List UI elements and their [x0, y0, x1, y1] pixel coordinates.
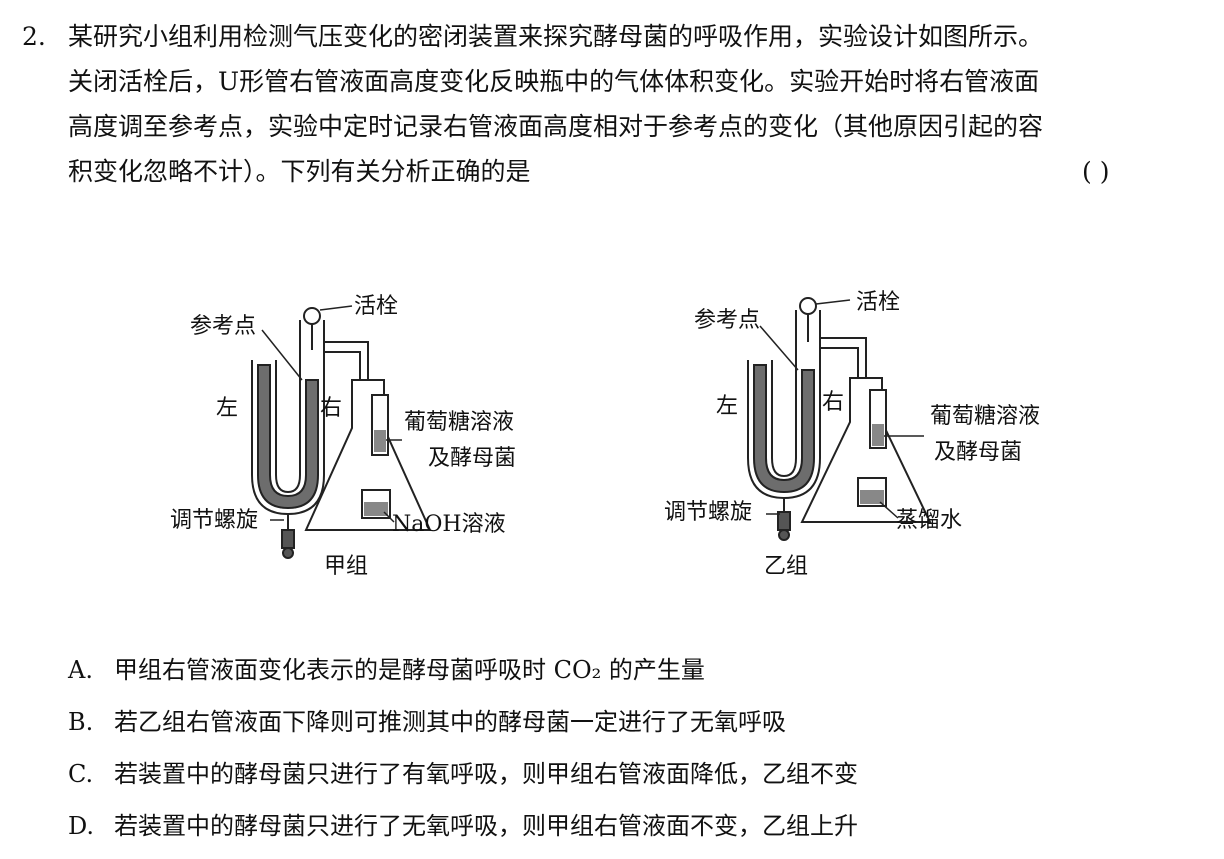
group-a-connecting-tube	[324, 341, 369, 382]
group-b-u-tube-liquid	[753, 364, 815, 494]
group-b-beaker-label: 蒸馏水	[896, 508, 963, 533]
option-letter: D.	[68, 812, 95, 840]
option-letter: C.	[68, 760, 94, 788]
option-d[interactable]: D. 若装置中的酵母菌只进行了无氧呼吸，则甲组右管液面不变，乙组上升	[68, 806, 858, 841]
group-a-screw	[281, 529, 295, 549]
stem-line-2: 关闭活栓后，U形管右管液面高度变化反映瓶中的气体体积变化。实验开始时将右管液面	[68, 67, 1040, 96]
group-b-screw-label: 调节螺旋	[664, 500, 753, 525]
group-a-stopcock-label: 活栓	[354, 294, 399, 319]
stem-line-4: 积变化忽略不计）。下列有关分析正确的是	[68, 157, 531, 186]
group-a-u-tube-liquid	[257, 364, 319, 510]
group-a-left-label: 左	[216, 396, 239, 421]
group-b-stopcock	[799, 297, 817, 315]
option-a[interactable]: A. 甲组右管液面变化表示的是酵母菌呼吸时 CO₂ 的产生量	[68, 650, 705, 685]
group-a-solution-label-1: 葡萄糖溶液	[404, 410, 515, 435]
group-b-solution-label-2: 及酵母菌	[934, 440, 1023, 465]
group-b-left-label: 左	[716, 394, 739, 419]
group-a-apparatus	[251, 305, 432, 559]
group-b-caption: 乙组	[764, 554, 809, 579]
option-text: 若装置中的酵母菌只进行了无氧呼吸，则甲组右管液面不变，乙组上升	[114, 812, 858, 840]
option-text: 若乙组右管液面下降则可推测其中的酵母菌一定进行了无氧呼吸	[114, 708, 786, 736]
option-letter: A.	[68, 656, 93, 684]
apparatus-drawing	[251, 297, 932, 559]
option-text: 甲组右管液面变化表示的是酵母菌呼吸时 CO₂ 的产生量	[114, 656, 705, 684]
group-b-right-label: 右	[822, 390, 845, 415]
group-a-flask	[304, 379, 432, 531]
answer-bracket: ( )	[1082, 157, 1110, 186]
group-a-solution-label-2: 及酵母菌	[428, 446, 517, 471]
option-c[interactable]: C. 若装置中的酵母菌只进行了有氧呼吸，则甲组右管液面降低，乙组不变	[68, 754, 858, 789]
group-a-reference-point-label: 参考点	[190, 314, 257, 339]
group-b-solution-label-1: 葡萄糖溶液	[930, 404, 1041, 429]
experiment-figure: 参考点 活栓 左 右 葡萄糖溶液 及酵母菌 调节螺旋 NaOH溶液 甲组 参考点…	[0, 230, 1224, 610]
group-a-stopcock	[303, 307, 321, 325]
group-b-flask	[800, 377, 932, 523]
group-b-apparatus	[747, 297, 932, 541]
option-text: 若装置中的酵母菌只进行了有氧呼吸，则甲组右管液面降低，乙组不变	[114, 760, 858, 788]
stem-line-3: 高度调至参考点，实验中定时记录右管液面高度相对于参考点的变化（其他原因引起的容	[68, 112, 1044, 141]
stem-line-1: 某研究小组利用检测气压变化的密闭装置来探究酵母菌的呼吸作用，实验设计如图所示。	[68, 22, 1044, 51]
group-b-connecting-tube	[820, 337, 867, 380]
group-a-screw-label: 调节螺旋	[170, 508, 259, 533]
group-a-right-label: 右	[320, 396, 343, 421]
group-a-beaker-label: NaOH溶液	[392, 512, 506, 537]
group-b-stopcock-label: 活栓	[856, 290, 901, 315]
option-b[interactable]: B. 若乙组右管液面下降则可推测其中的酵母菌一定进行了无氧呼吸	[68, 702, 786, 737]
option-letter: B.	[68, 708, 94, 736]
group-b-reference-point-label: 参考点	[694, 308, 761, 333]
group-a-caption: 甲组	[324, 554, 369, 579]
question-number: 2.	[22, 22, 46, 51]
